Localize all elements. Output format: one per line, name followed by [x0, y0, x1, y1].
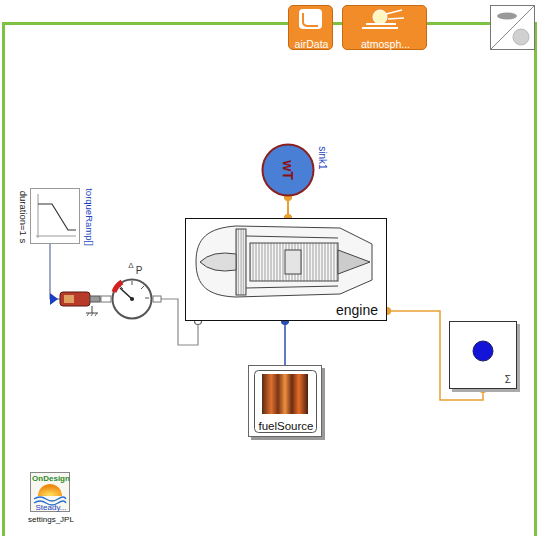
gauge-ticks [120, 281, 149, 298]
sensor-dot [473, 341, 493, 361]
icon-ball [513, 29, 529, 45]
pressure-symbol: P [136, 266, 143, 276]
turbofan-drawing [196, 226, 372, 297]
environment-icon [491, 6, 535, 50]
gauge-hub [130, 297, 134, 301]
ground-line [86, 313, 98, 314]
pressure-gauge: ΔP [111, 278, 153, 320]
connector-line [287, 197, 289, 218]
mode-text: OnDesign [32, 475, 70, 483]
node-outline [111, 278, 153, 320]
ramp-axis [36, 236, 76, 237]
symbol-text: wT [281, 160, 295, 179]
pressure-gauge-dial [101, 281, 161, 302]
instance-name: engine [336, 303, 378, 317]
actuator-band [64, 295, 74, 303]
engine-block: engine [185, 218, 387, 321]
icon-plate [299, 9, 322, 29]
connector-line [50, 244, 111, 299]
tank-frame [255, 371, 317, 433]
atmosphere-icon [362, 10, 404, 28]
ramp-source-box: torqueRamp[]duration=1 s [30, 188, 80, 244]
component-name: atmosph... [361, 39, 410, 50]
instance-name: settings_JPL [28, 516, 74, 524]
instance-name: torqueRamp[] [84, 188, 94, 246]
model-frame [4, 24, 536, 536]
combustor [285, 250, 301, 274]
wave [34, 501, 66, 505]
component-name: airData [295, 39, 329, 50]
actuator-flange [90, 296, 100, 302]
instance-name: fuelSource [259, 421, 314, 433]
air-lines [362, 24, 398, 28]
icon-diagonal [491, 6, 535, 50]
library-icon: atmosph... [342, 5, 427, 50]
sensor-box: Σ [449, 321, 517, 389]
sum-symbol: Σ [505, 375, 511, 385]
node-circle [113, 280, 152, 319]
parameter-text: duration=1 s [18, 191, 28, 244]
exhaust-cone [338, 250, 370, 274]
bypass-duct [246, 286, 338, 288]
ramp-axis [38, 194, 39, 238]
wave [34, 497, 66, 501]
settings-box: OnDesignSteady...settings_JPL [30, 472, 70, 512]
fuel-stripes [262, 374, 308, 414]
torque-actuator [50, 292, 100, 316]
fan-blades [236, 229, 246, 295]
delta-symbol: Δ [128, 262, 133, 270]
settings-icon [34, 484, 66, 505]
mode-text: Steady... [36, 504, 67, 512]
engine-core [250, 243, 338, 281]
actuator-body [60, 292, 90, 306]
gauge-red-zone [114, 282, 122, 292]
sun-glyph [373, 10, 387, 24]
library-icon: airData [288, 5, 333, 50]
sun-rays [386, 10, 404, 19]
gauge-port [101, 296, 111, 302]
signal-input [50, 293, 58, 305]
ramp-curve [38, 204, 76, 230]
nacelle [196, 226, 372, 297]
fuel-source-box: fuelSource [248, 365, 322, 437]
instance-name: sink1 [317, 146, 327, 169]
connector-line [284, 321, 286, 365]
ground-hatch [87, 313, 97, 316]
airdata-icon [299, 9, 322, 29]
gauge-port [153, 296, 161, 302]
bypass-duct [246, 236, 338, 238]
spinner [200, 253, 236, 271]
icon-box [491, 6, 535, 50]
node-circle [263, 145, 314, 196]
icon-curve [303, 13, 318, 26]
ramp-graphic [36, 194, 76, 238]
fuel-tank-graphic [255, 371, 317, 433]
icon-disc [497, 13, 517, 20]
gauge-needle [120, 288, 132, 299]
sun-half [38, 484, 62, 496]
support-post [92, 306, 93, 313]
sink-circle: wTsink1 [261, 143, 315, 197]
